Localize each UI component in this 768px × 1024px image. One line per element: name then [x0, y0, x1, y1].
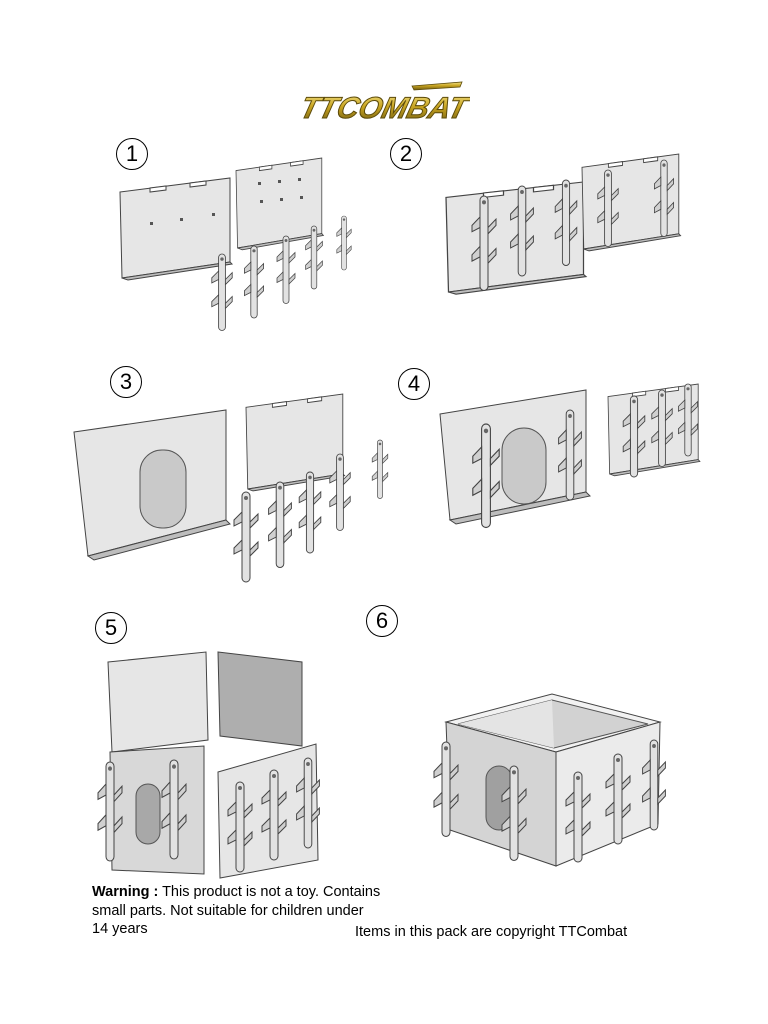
step-5-number: 5: [95, 612, 127, 644]
step-4-illustration: [439, 383, 701, 529]
step-4-number: 4: [398, 368, 430, 400]
step-3-number: 3: [110, 366, 142, 398]
warning-notice: Warning : This product is not a toy. Con…: [92, 883, 382, 939]
ttcombat-logo: TTCOMBAT: [294, 80, 474, 126]
step-3-illustration: [73, 393, 389, 583]
copyright-notice: Items in this pack are copyright TTComba…: [355, 924, 628, 940]
warning-text: This product is not a toy. Contains smal…: [92, 884, 381, 937]
step-2-number: 2: [390, 138, 422, 170]
warning-label: Warning :: [92, 884, 159, 900]
step-1-illustration: [119, 157, 352, 331]
step-5-illustration: [97, 651, 320, 879]
step-1-number: 1: [116, 138, 148, 170]
step-6-number: 6: [366, 605, 398, 637]
logo-text: TTCOMBAT: [297, 91, 470, 124]
step-2-illustration: [445, 153, 682, 295]
step-6-illustration: [433, 693, 666, 867]
